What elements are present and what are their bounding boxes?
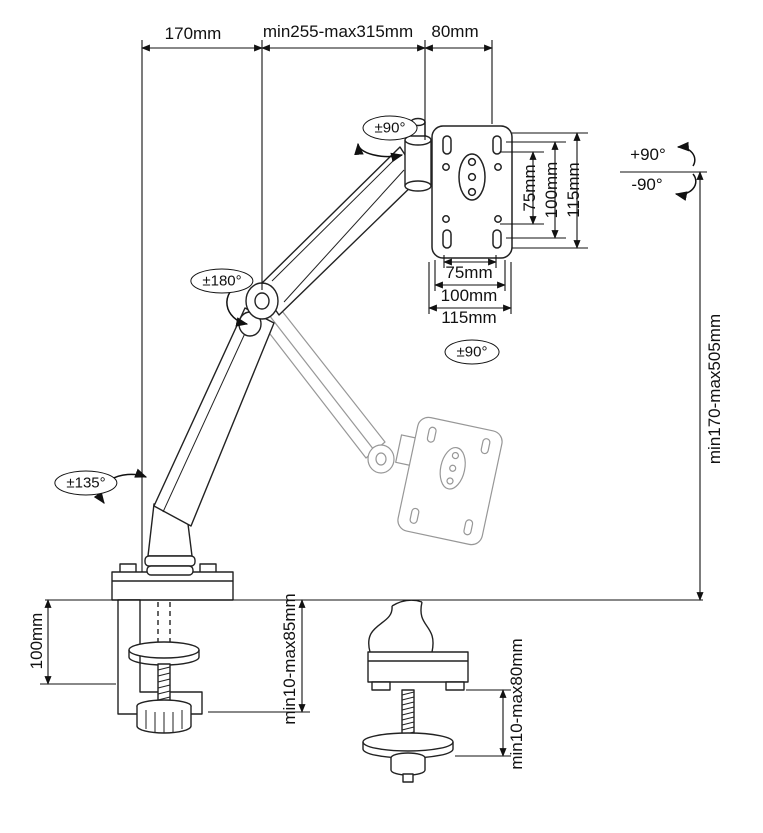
vesa-115mm-vertical-label: 115mm (564, 162, 583, 218)
clamp-thickness-label: min10-max85mm (280, 593, 299, 725)
head-swivel-arrow (354, 142, 404, 163)
desk-clamp (111, 563, 234, 734)
base-swivel-angle-label: ±135° (54, 470, 118, 496)
vesa-100mm-vertical-label: 100mm (542, 161, 561, 219)
vesa-75mm-vertical-label: 75mm (520, 164, 539, 212)
grommet-thickness-label: min10-max80mm (507, 638, 526, 770)
grommet-washer (362, 732, 454, 752)
clamp-reach-label: 100mm (27, 612, 46, 670)
tilt-up-label: +90° (630, 145, 666, 164)
head-joint (404, 139, 432, 187)
dim-top-left-label: 170mm (164, 24, 222, 43)
clamp-pad (128, 641, 200, 659)
arm-height-range-label: min170-max505mm (705, 313, 724, 465)
tilt-down-label: -90° (631, 175, 663, 194)
vesa-115mm-horizontal-label: 115mm (441, 308, 497, 327)
vesa-plate-front (431, 125, 513, 259)
elbow-swivel-angle-label: ±180° (190, 268, 254, 294)
tilt-down-arrow (674, 173, 697, 201)
ghost-arm-position (252, 296, 503, 546)
vesa-rotation-angle-label: ±90° (444, 339, 500, 365)
dimension-lines (40, 40, 707, 757)
monitor-arm (144, 117, 432, 576)
vesa-100mm-horizontal-label: 100mm (440, 286, 498, 305)
dim-arm-extension-label: min255-max315mm (262, 22, 414, 41)
dim-top-right-label: 80mm (431, 22, 479, 41)
grommet-mount (362, 599, 469, 783)
vesa-75mm-horizontal-label: 75mm (445, 263, 493, 282)
head-swivel-angle-label: ±90° (362, 115, 418, 141)
tilt-up-arrow (676, 141, 696, 167)
